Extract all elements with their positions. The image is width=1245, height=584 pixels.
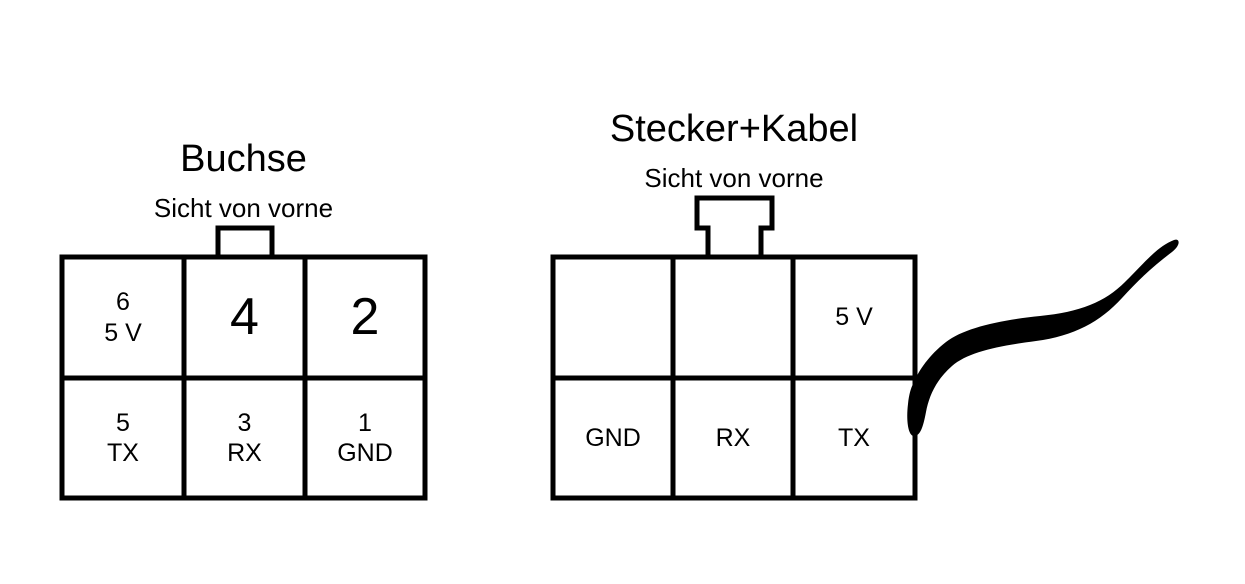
plug-cell-top-2 bbox=[673, 257, 793, 378]
plug-cell-bottom-3: TX bbox=[793, 378, 915, 498]
socket-notch-icon bbox=[215, 225, 275, 257]
socket-cell-top-2-pin: 4 bbox=[230, 287, 259, 346]
socket-cell-bottom-3-pin: 1 bbox=[358, 408, 372, 437]
socket-cell-bottom-1: 5 TX bbox=[62, 378, 184, 498]
plug-connector-body bbox=[550, 195, 918, 501]
socket-subtitle: Sicht von vorne bbox=[153, 193, 334, 223]
plug-notch-icon bbox=[694, 195, 775, 257]
socket-cell-top-2: 4 bbox=[184, 257, 305, 378]
socket-cell-bottom-2-signal: RX bbox=[227, 439, 262, 467]
socket-cell-bottom-2-pin: 3 bbox=[237, 408, 252, 437]
socket-cell-bottom-1-pin: 5 bbox=[116, 408, 130, 437]
socket-cell-top-3: 2 bbox=[305, 257, 425, 378]
socket-title: Buchse bbox=[180, 138, 307, 180]
plug-cell-bottom-3-signal: TX bbox=[838, 423, 870, 452]
plug-cell-bottom-1-signal: GND bbox=[585, 423, 641, 452]
plug-subtitle: Sicht von vorne bbox=[644, 163, 824, 193]
plug-cell-bottom-2: RX bbox=[673, 378, 793, 498]
cable-icon bbox=[907, 239, 1179, 436]
socket-cell-top-1-pin: 6 bbox=[116, 288, 130, 316]
plug-cell-bottom-1: GND bbox=[553, 378, 673, 498]
socket-cell-top-3-pin: 2 bbox=[350, 287, 380, 346]
cable-path bbox=[907, 239, 1179, 436]
socket-connector-body bbox=[59, 225, 428, 501]
socket-cell-top-1: 6 5 V bbox=[62, 257, 184, 378]
plug-title: Stecker+Kabel bbox=[609, 108, 859, 150]
plug-cell-top-1 bbox=[553, 257, 673, 378]
plug-cell-top-3-signal: 5 V bbox=[835, 303, 873, 332]
socket-cell-bottom-2: 3 RX bbox=[184, 378, 305, 498]
plug-cell-bottom-2-signal: RX bbox=[715, 423, 751, 452]
socket-cell-bottom-3: 1 GND bbox=[305, 378, 425, 498]
plug-cell-top-3: 5 V bbox=[793, 257, 915, 378]
socket-cell-bottom-1-signal: TX bbox=[107, 439, 139, 467]
socket-cell-bottom-3-signal: GND bbox=[337, 439, 393, 467]
socket-cell-top-1-signal: 5 V bbox=[104, 318, 142, 347]
